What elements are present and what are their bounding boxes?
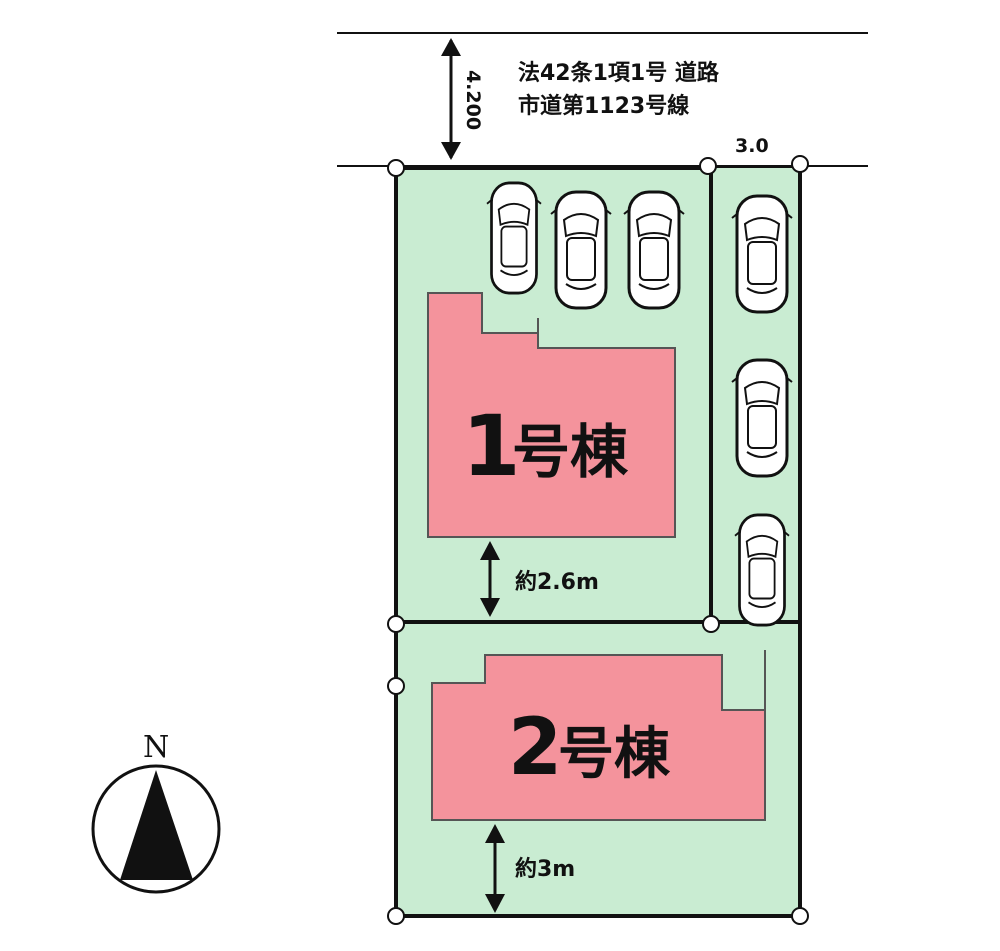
car-icon bbox=[485, 181, 543, 295]
road-name-label: 市道第1123号線 bbox=[518, 93, 689, 119]
frontage-label: 3.0 bbox=[735, 135, 769, 157]
road-width-label: 4.200 bbox=[462, 70, 484, 130]
compass-north-label: N bbox=[143, 730, 169, 765]
road-width-arrow bbox=[441, 38, 461, 160]
car-icon bbox=[730, 358, 794, 478]
car-icon bbox=[549, 190, 613, 310]
setback-1-arrow bbox=[480, 541, 500, 617]
setback-2-arrow bbox=[485, 824, 505, 913]
survey-marker-icon bbox=[702, 615, 720, 633]
road-type-label: 法42条1項1号 道路 bbox=[518, 60, 720, 86]
car-icon bbox=[730, 194, 794, 314]
building-1 bbox=[427, 292, 676, 538]
building-2-label: 号棟 bbox=[558, 722, 671, 787]
car-icon bbox=[622, 190, 686, 310]
survey-marker-icon bbox=[791, 907, 809, 925]
compass-icon bbox=[91, 764, 221, 894]
building-2-number: 2 bbox=[508, 703, 562, 793]
building-1-number: 1 bbox=[462, 397, 520, 495]
building-1-label: 号棟 bbox=[512, 418, 629, 486]
setback-1-label: 約2.6m bbox=[515, 569, 599, 595]
building-2 bbox=[431, 654, 766, 821]
survey-marker-icon bbox=[387, 615, 405, 633]
setback-2-label: 約3m bbox=[515, 856, 575, 882]
survey-marker-icon bbox=[387, 159, 405, 177]
survey-marker-icon bbox=[387, 677, 405, 695]
survey-marker-icon bbox=[791, 155, 809, 173]
car-icon bbox=[733, 513, 791, 627]
survey-marker-icon bbox=[699, 157, 717, 175]
survey-marker-icon bbox=[387, 907, 405, 925]
